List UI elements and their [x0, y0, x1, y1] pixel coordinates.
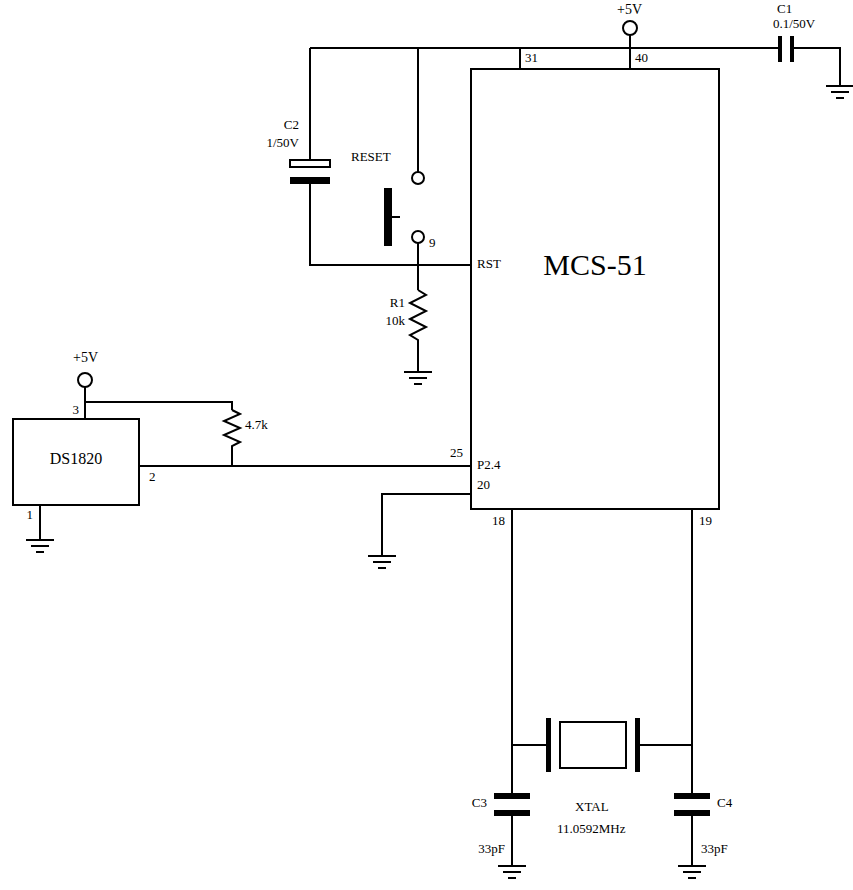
ground-symbol	[368, 556, 396, 568]
part-value: 33pF	[700, 842, 729, 856]
sensor-box: DS1820	[12, 418, 140, 506]
switch-plunger	[392, 216, 400, 218]
supply-terminal	[78, 373, 92, 387]
crystal-symbol	[546, 718, 640, 772]
reset-wire	[417, 48, 419, 290]
capacitor-plate	[290, 177, 330, 184]
ground-symbol	[678, 866, 706, 878]
part-name: C2	[283, 118, 300, 132]
part-name: RESET	[350, 150, 392, 164]
ground-symbol	[498, 866, 526, 878]
ground-symbol	[26, 540, 54, 552]
capacitor-plate	[494, 793, 530, 799]
switch-contact	[412, 172, 424, 184]
switch-bar	[384, 188, 392, 246]
pin-number: 40	[634, 51, 649, 65]
crystal-plate	[546, 718, 551, 772]
pin-name: P2.4	[476, 458, 501, 472]
pushbutton-symbol	[384, 172, 424, 246]
pin-number: 1	[26, 508, 35, 522]
part-name: C3	[471, 796, 488, 810]
chip-name: DS1820	[50, 450, 102, 468]
part-value: 1/50V	[266, 136, 301, 150]
part-name: C1	[776, 2, 793, 16]
pin-number: 9	[428, 236, 437, 250]
pin-number: 2	[148, 470, 157, 484]
part-name: XTAL	[574, 800, 610, 814]
wires	[26, 35, 853, 878]
supply-label: +5V	[616, 2, 643, 17]
chip-name: MCS-51	[543, 248, 646, 281]
crystal-wire	[512, 510, 692, 866]
ds-supply-wire	[85, 387, 232, 418]
capacitor-plate	[790, 36, 794, 62]
part-value: 33pF	[477, 842, 506, 856]
capacitor-symbol	[780, 36, 792, 62]
ground-symbol	[826, 86, 853, 98]
capacitor-plate	[674, 793, 710, 799]
switch-contact	[412, 231, 424, 243]
part-value: 4.7k	[244, 418, 269, 432]
signal-wire	[140, 465, 470, 467]
electrolytic-capacitor-symbol	[290, 160, 330, 184]
supply-wire	[310, 35, 840, 86]
supply-label: +5V	[72, 350, 99, 365]
capacitor-symbol	[494, 793, 710, 816]
resistor-symbol	[410, 290, 426, 372]
crystal-plate	[635, 718, 640, 772]
part-name: C4	[716, 796, 733, 810]
pin-name: RST	[476, 257, 502, 271]
resistor-symbol	[224, 410, 240, 466]
ground-wire	[40, 494, 470, 556]
pin-number: 3	[72, 403, 81, 417]
supply-terminal	[623, 21, 637, 35]
part-name: R1	[389, 296, 406, 310]
ground-symbol	[404, 372, 432, 384]
part-value: 11.0592MHz	[556, 822, 627, 836]
capacitor-plate	[778, 36, 782, 62]
capacitor-plate	[494, 810, 530, 816]
pin-number: 25	[449, 446, 464, 460]
capacitor-plate	[290, 160, 330, 167]
microcontroller-box: MCS-51	[470, 68, 720, 510]
part-value: 0.1/50V	[772, 17, 816, 31]
pin-number: 18	[491, 514, 506, 528]
pin-number: 19	[698, 514, 713, 528]
c2-wire	[310, 48, 470, 265]
pin-number: 20	[476, 478, 491, 492]
pin-number: 31	[524, 51, 539, 65]
capacitor-plate	[674, 810, 710, 816]
part-value: 10k	[385, 314, 407, 328]
crystal-body	[560, 722, 626, 768]
